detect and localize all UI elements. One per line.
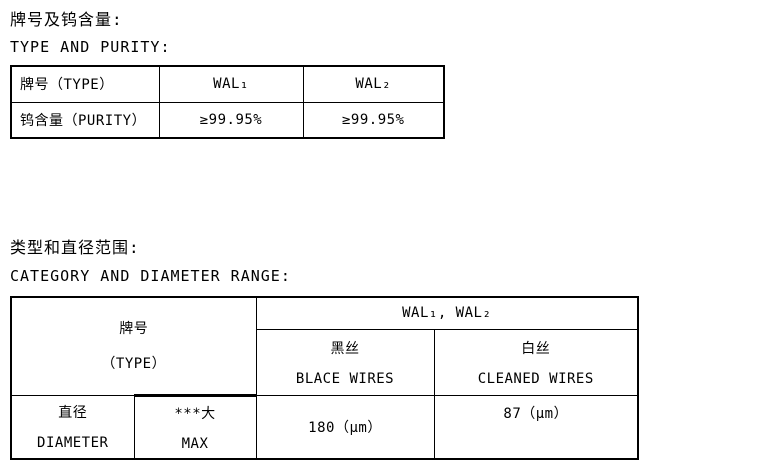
type-wal1-cell: WAL₁ — [158, 65, 304, 103]
wal-header-cell: WAL₁, WAL₂ — [255, 296, 639, 330]
purity-row-label: 钨含量（PURITY） — [10, 101, 160, 139]
purity-wal1-cell: ≥99.95% — [158, 101, 304, 139]
table-row: 钨含量（PURITY） ≥99.95% ≥99.95% — [10, 101, 445, 139]
max-zh: ***大 — [174, 405, 216, 422]
table-row: 直径 DIAMETER ***大 MAX 180（μm） 87（μm） — [10, 393, 639, 460]
black-wires-en: BLACE WIRES — [295, 370, 395, 387]
category-diameter-table: 牌号 （TYPE） WAL₁, WAL₂ 黑丝 BLACE WIRES 白丝 C… — [10, 296, 640, 460]
cleaned-wires-zh: 白丝 — [521, 340, 551, 357]
max-en: MAX — [181, 435, 209, 452]
purity-wal2-cell: ≥99.95% — [302, 101, 445, 139]
black-wires-header-cell: 黑丝 BLACE WIRES — [255, 328, 435, 396]
diameter-label-cell: 直径 DIAMETER — [10, 394, 135, 460]
type-wal2-cell: WAL₂ — [302, 65, 445, 103]
section1-heading-zh: 牌号及钨含量: — [10, 10, 123, 29]
black-wires-value-cell: 180（μm） — [255, 394, 435, 460]
section1-heading-en: TYPE AND PURITY: — [10, 38, 171, 56]
max-label-cell: ***大 MAX — [133, 393, 257, 460]
cleaned-wires-value-cell: 87（μm） — [433, 394, 639, 460]
cleaned-wires-en: CLEANED WIRES — [477, 370, 594, 387]
section2-heading-en: CATEGORY AND DIAMETER RANGE: — [10, 267, 291, 285]
type-header-zh: 牌号 — [119, 321, 149, 338]
section2-heading-zh: 类型和直径范围: — [10, 238, 140, 257]
type-header-en: （TYPE） — [101, 356, 167, 373]
black-wires-zh: 黑丝 — [330, 340, 360, 357]
diameter-zh: 直径 — [58, 405, 88, 422]
type-purity-table: 牌号（TYPE） WAL₁ WAL₂ 钨含量（PURITY） ≥99.95% ≥… — [10, 65, 445, 139]
type-row-label: 牌号（TYPE） — [10, 65, 160, 103]
cleaned-wires-header-cell: 白丝 CLEANED WIRES — [433, 328, 639, 396]
table-row: 黑丝 BLACE WIRES 白丝 CLEANED WIRES — [11, 328, 639, 396]
diameter-en: DIAMETER — [37, 435, 109, 452]
table-row: 牌号（TYPE） WAL₁ WAL₂ — [10, 65, 445, 103]
table-row: 牌号 （TYPE） WAL₁, WAL₂ — [10, 296, 639, 396]
type-header-cell: 牌号 （TYPE） — [10, 296, 257, 396]
